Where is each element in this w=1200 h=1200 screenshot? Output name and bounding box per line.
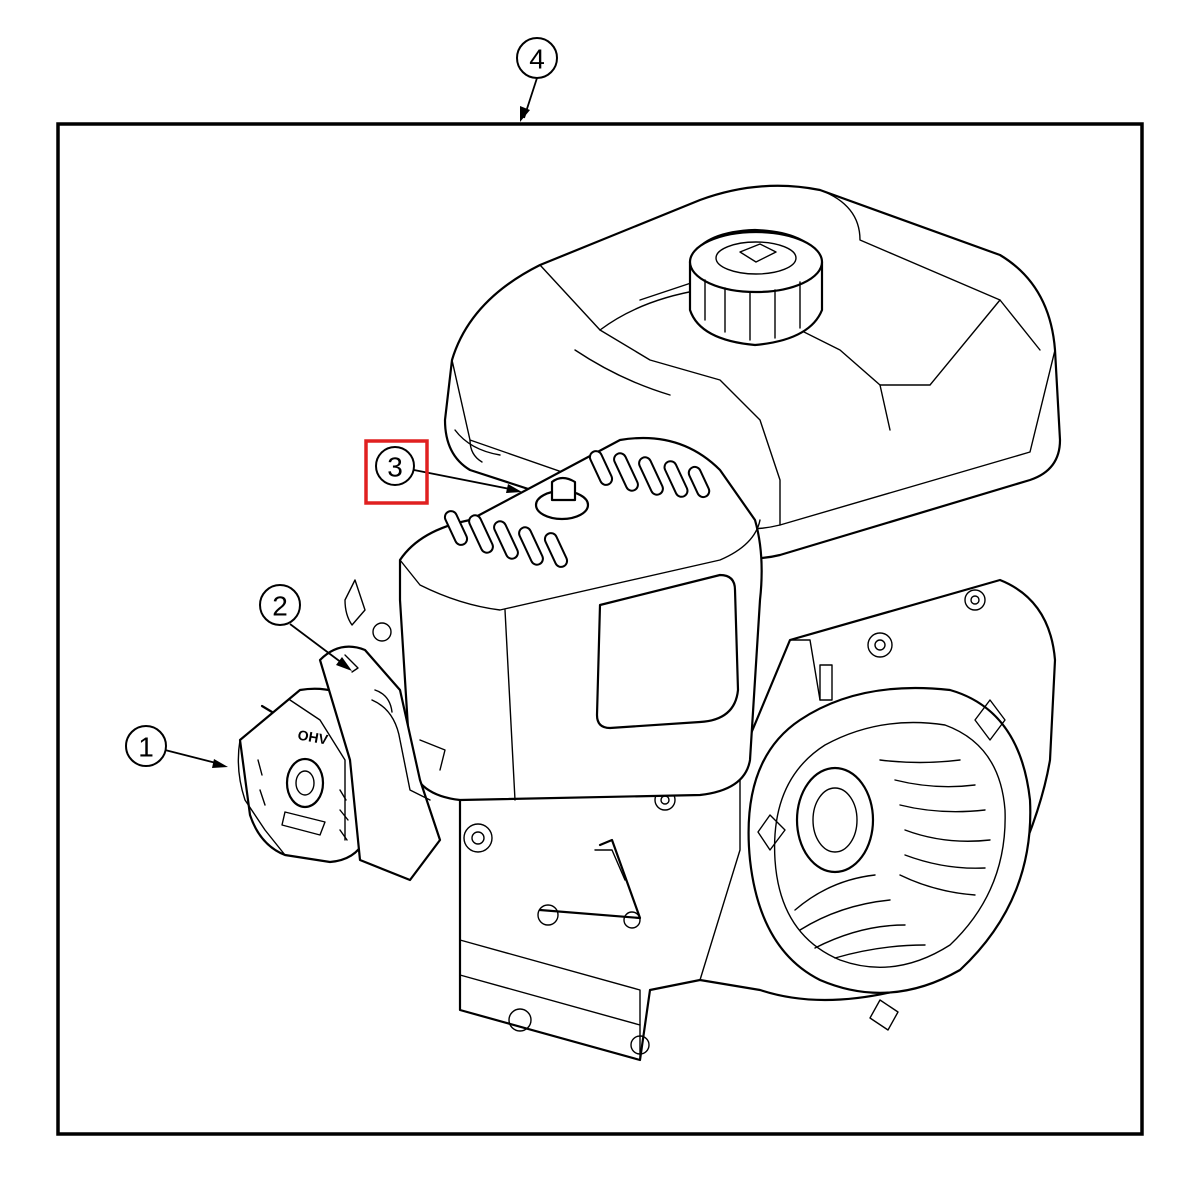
- callout-4-arrowhead: [520, 106, 530, 122]
- callout-1-number: 1: [138, 732, 154, 763]
- callout-2: 2: [259, 584, 352, 671]
- ohv-badge: OHV: [297, 727, 330, 748]
- callout-2-leader: [289, 623, 347, 667]
- blower-housing: [747, 686, 1032, 1031]
- callout-1: 1: [125, 725, 228, 768]
- assembly-frame: [56, 122, 1144, 1136]
- fan-blades: [794, 759, 991, 959]
- air-filter-housing: [398, 436, 763, 802]
- callout-1-arrowhead: [212, 759, 228, 768]
- callout-3: 3: [364, 439, 522, 505]
- callout-1-leader: [164, 749, 221, 765]
- air-filter-knob: [534, 476, 590, 521]
- callout-3-highlight-box: [364, 439, 429, 505]
- callout-3-leader: [413, 469, 516, 491]
- callout-3-number: 3: [387, 452, 403, 483]
- callout-3-arrowhead: [506, 484, 522, 493]
- fuel-cap: [688, 228, 824, 347]
- engine-drawing: OHV: [237, 184, 1062, 1062]
- air-filter-vents: [443, 450, 711, 568]
- callout-2-arrowhead: [336, 657, 352, 671]
- callout-4-number: 4: [529, 44, 545, 75]
- callout-2-number: 2: [272, 591, 288, 622]
- callout-4: 4: [516, 37, 558, 122]
